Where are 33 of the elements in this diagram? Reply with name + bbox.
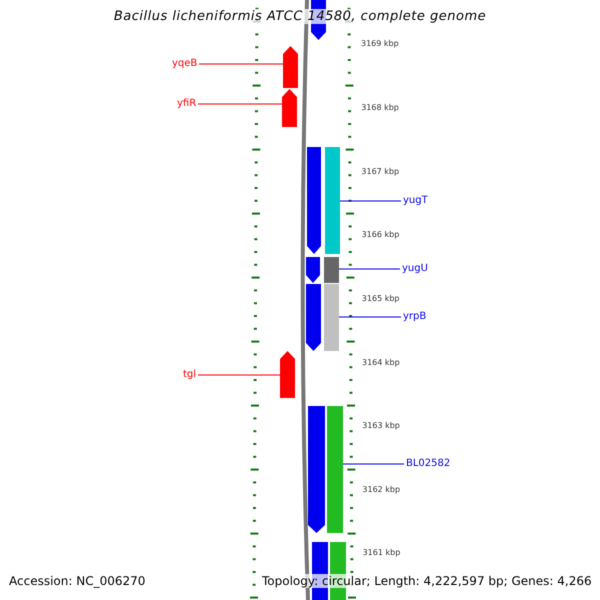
scale-label: 3166 kbp: [362, 230, 400, 240]
leader-line: [338, 316, 402, 318]
gene-block: [324, 284, 339, 351]
gene-label: yfiR: [177, 98, 196, 110]
leader-line: [340, 200, 402, 202]
gene-block: [327, 406, 343, 533]
gene-feature: [307, 147, 321, 254]
scale-label: 3164 kbp: [362, 358, 400, 368]
gene-feature: [306, 257, 320, 283]
scale-label: 3162 kbp: [362, 485, 400, 495]
scale-label: 3163 kbp: [362, 421, 400, 431]
scale-label: 3165 kbp: [362, 294, 400, 304]
scale-label: 3167 kbp: [361, 167, 400, 177]
diagram-title: Bacillus licheniformis ATCC 14580, complete genome: [114, 9, 486, 24]
gene-label: tgl: [183, 369, 196, 381]
gene-feature: [280, 351, 295, 398]
leader-line: [338, 268, 400, 270]
gene-feature: [282, 89, 297, 127]
gene-block: [324, 257, 339, 283]
gene-label: yrpB: [403, 311, 426, 323]
footer-text: Accession: NC_006270: [9, 574, 146, 588]
gene-feature: [283, 46, 298, 88]
gene-feature: [308, 406, 325, 533]
scale-label: 3168 kbp: [361, 103, 399, 113]
footer-text: Topology: circular; Length: 4,222,597 bp; Genes: 4,266: [262, 574, 592, 588]
gene-label: yugT: [403, 195, 428, 207]
scale-label: 3169 kbp: [361, 39, 399, 49]
gene-label: BL02582: [406, 458, 450, 470]
gene-block: [325, 147, 340, 254]
gene-label: yugU: [402, 263, 428, 275]
scale-label: 3161 kbp: [362, 548, 400, 558]
leader-line: [198, 374, 280, 376]
gene-label: yqeB: [172, 58, 198, 70]
